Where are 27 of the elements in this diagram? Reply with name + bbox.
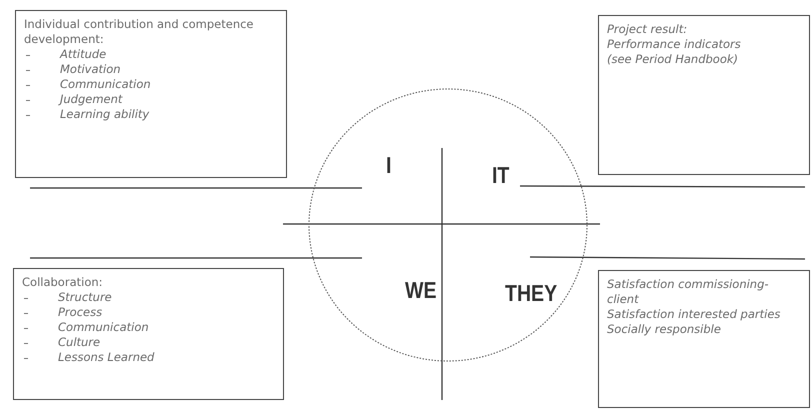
- card-text: Project result:: [607, 22, 688, 37]
- text-card: [13, 268, 284, 400]
- card-text: Satisfaction interested parties: [607, 307, 782, 322]
- text-card: [598, 270, 810, 408]
- card-text: (see Period Handbook): [607, 52, 740, 67]
- quadrant-label: THEY: [505, 280, 558, 307]
- text-card: [598, 15, 810, 175]
- list-item: Process: [22, 305, 275, 320]
- list-item: Learning ability: [24, 107, 278, 122]
- card-text: Performance indicators: [607, 37, 742, 52]
- circle-diagram: [308, 88, 588, 362]
- card-heading: Collaboration:: [22, 275, 104, 290]
- list-item: Communication: [24, 77, 278, 92]
- list-item: Attitude: [24, 47, 278, 62]
- list-item: Communication: [22, 320, 275, 335]
- card-heading: Individual contribution and competence development:: [24, 17, 255, 47]
- quadrant-label: WE: [405, 277, 436, 304]
- list-item: Structure: [22, 290, 275, 305]
- card-text: Socially responsible: [607, 322, 722, 337]
- quadrant-label: IT: [492, 162, 510, 189]
- card-text: Satisfaction commissioning-client: [607, 277, 770, 307]
- list-item: Motivation: [24, 62, 278, 77]
- list-item: Culture: [22, 335, 275, 350]
- list-item: Lessons Learned: [22, 350, 275, 365]
- list-item: Judgement: [24, 92, 278, 107]
- quadrant-label: I: [386, 152, 392, 179]
- text-card: [15, 10, 287, 178]
